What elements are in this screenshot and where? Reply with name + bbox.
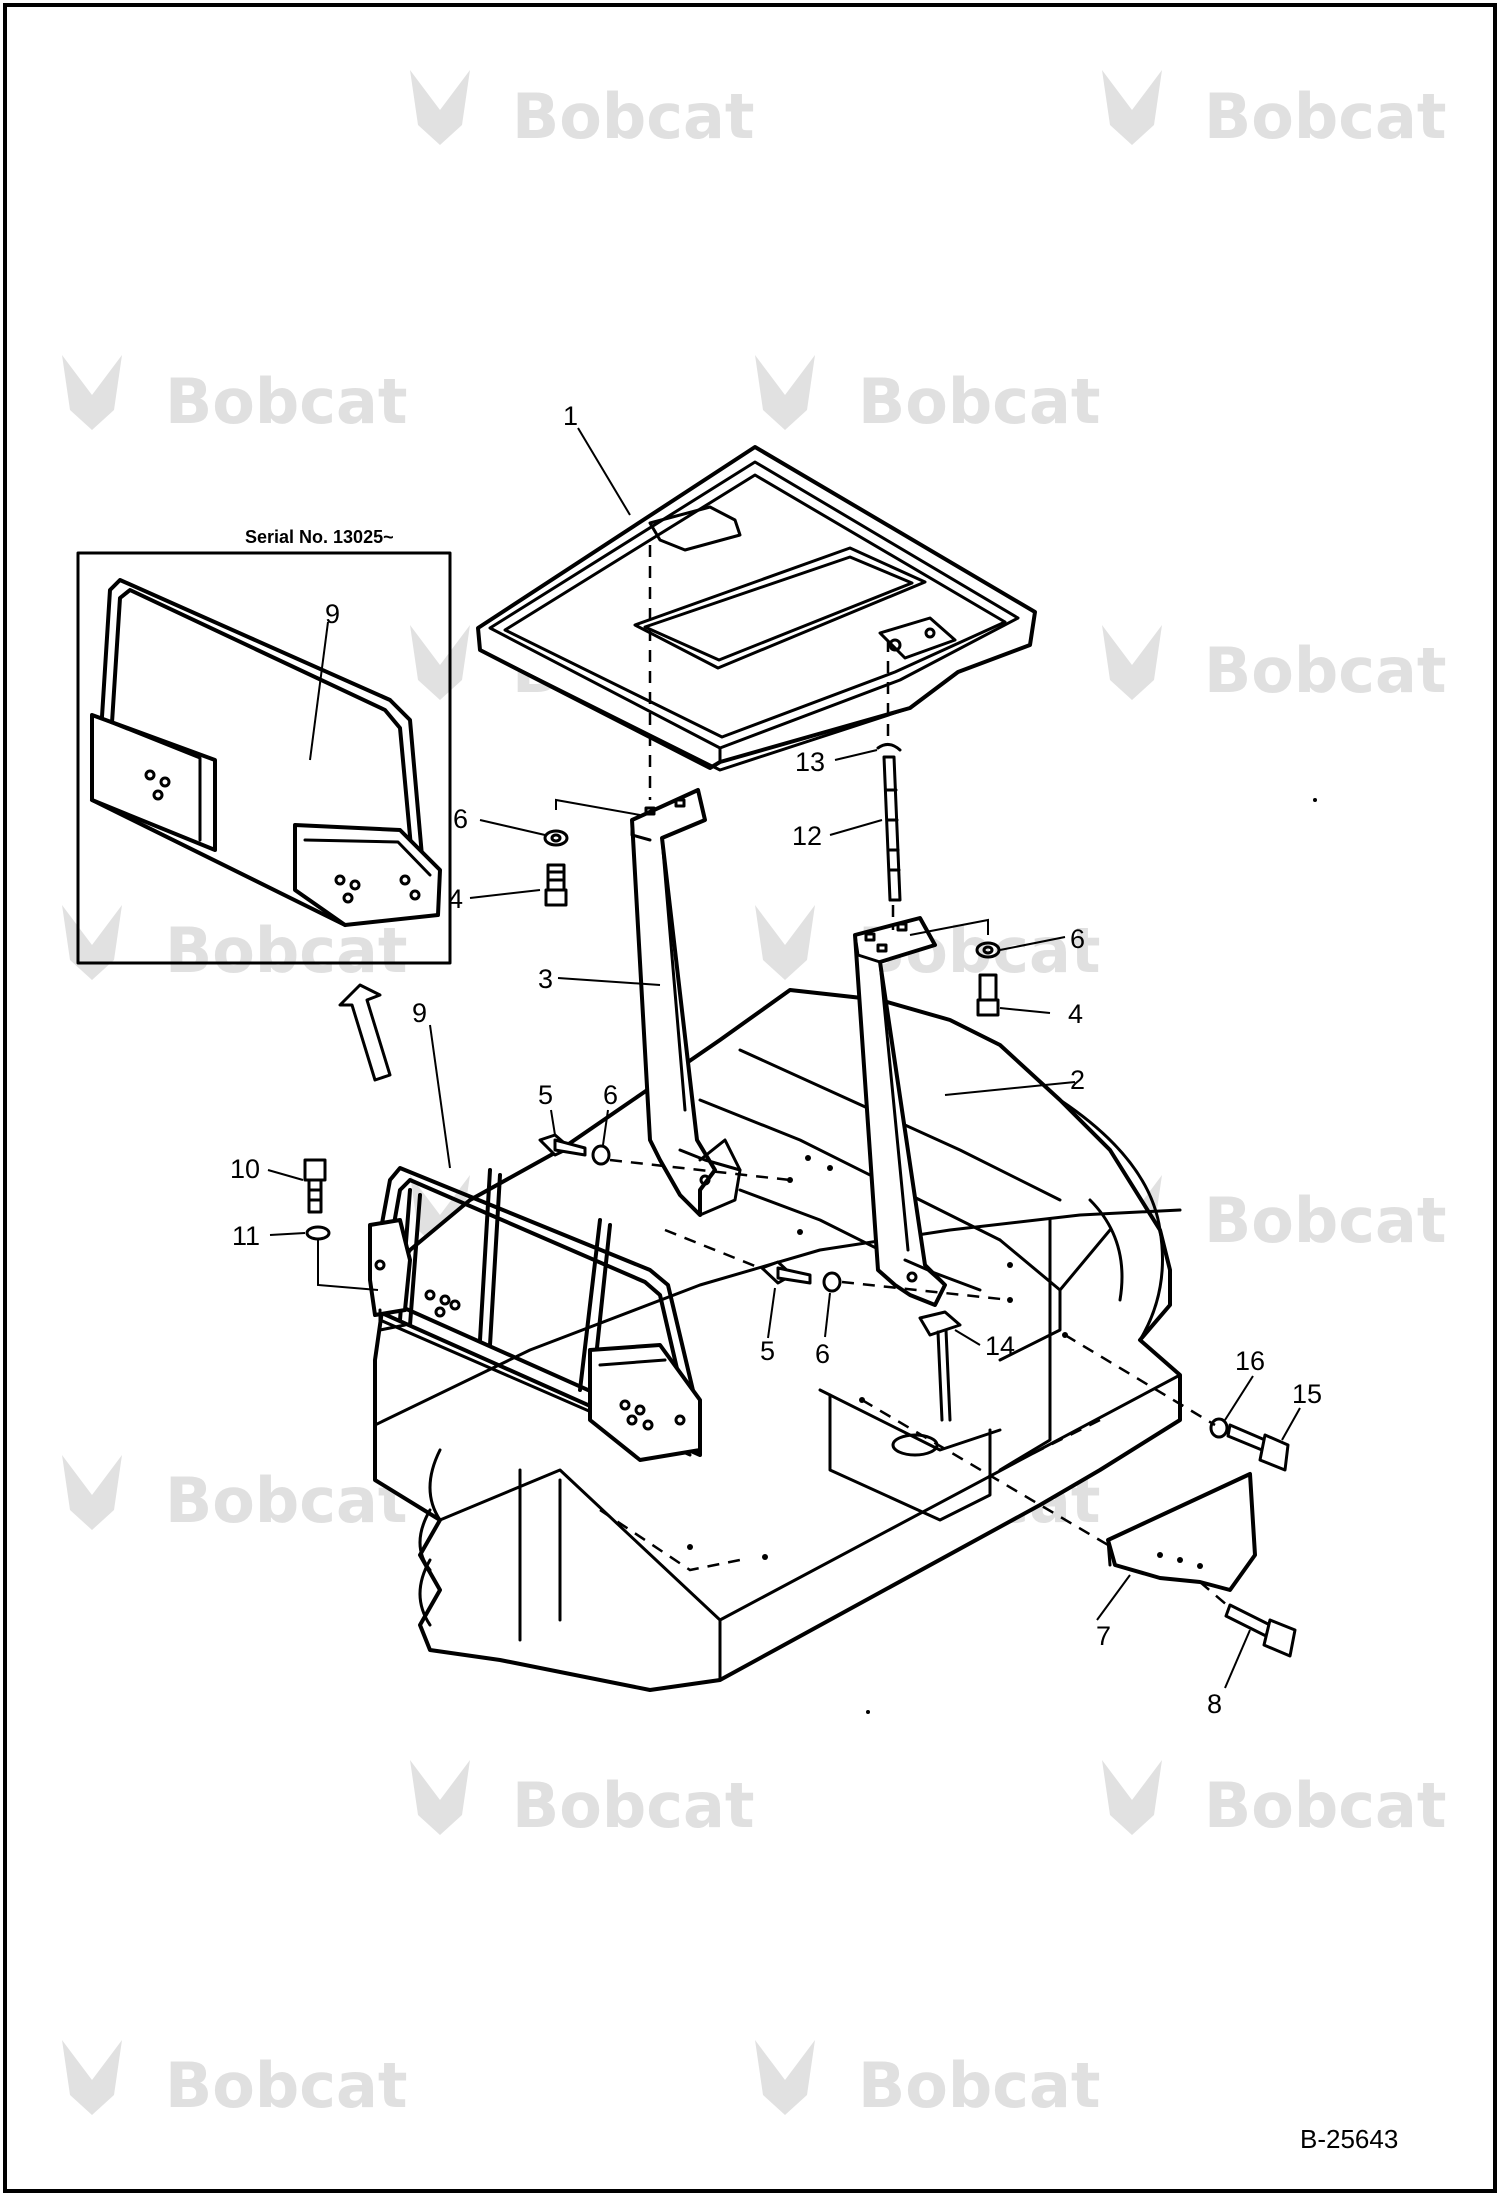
svg-text:Bobcat: Bobcat xyxy=(165,1464,407,1537)
watermark: Bobcat xyxy=(1102,625,1446,707)
watermark: Bobcat xyxy=(62,2040,407,2122)
watermark: Bobcat xyxy=(1102,70,1446,153)
callout-12: 12 xyxy=(792,821,822,851)
svg-text:Bobcat: Bobcat xyxy=(165,914,407,987)
svg-text:Bobcat: Bobcat xyxy=(858,2049,1100,2122)
inset-caption: Serial No. 13025~ xyxy=(245,527,394,547)
pillar-left xyxy=(630,788,742,1217)
svg-text:Bobcat: Bobcat xyxy=(1204,1769,1446,1842)
watermark: Bobcat xyxy=(410,1760,754,1842)
watermarks: Bobcat Bobcat Bobcat Bobcat Bobcat Bobca… xyxy=(62,70,1446,2122)
callout-10: 10 xyxy=(230,1154,260,1184)
svg-text:Bobcat: Bobcat xyxy=(512,80,754,153)
svg-text:Bobcat: Bobcat xyxy=(1204,80,1446,153)
callout-9: 9 xyxy=(412,998,427,1028)
callout-9: 9 xyxy=(325,599,340,629)
svg-text:Bobcat: Bobcat xyxy=(165,2049,407,2122)
watermark: Bobcat xyxy=(755,2040,1100,2122)
callout-3: 3 xyxy=(538,964,553,994)
watermark: Bobcat xyxy=(62,355,407,438)
callout-6: 6 xyxy=(453,804,468,834)
callout-6: 6 xyxy=(815,1339,830,1369)
watermark: Bobcat xyxy=(410,70,754,153)
callout-11: 11 xyxy=(232,1221,260,1251)
svg-text:Bobcat: Bobcat xyxy=(165,365,407,438)
callout-6: 6 xyxy=(1070,924,1085,954)
machine-base xyxy=(373,988,1182,1692)
callout-5: 5 xyxy=(538,1080,553,1110)
svg-text:Bobcat: Bobcat xyxy=(858,365,1100,438)
callout-5: 5 xyxy=(760,1336,775,1366)
callout-1: 1 xyxy=(563,401,578,431)
front-guard xyxy=(368,1166,702,1462)
drawing-border xyxy=(3,3,1497,2193)
serial-inset: Serial No. 13025~ xyxy=(76,527,452,965)
scan-speck xyxy=(1313,798,1317,802)
callout-4: 4 xyxy=(1068,999,1083,1029)
callout-4: 4 xyxy=(448,884,463,914)
canopy-roof xyxy=(476,445,1037,772)
scan-speck xyxy=(866,1710,870,1714)
assembly-lines xyxy=(317,545,1229,1607)
svg-text:Bobcat: Bobcat xyxy=(1204,1184,1446,1257)
callout-7: 7 xyxy=(1096,1621,1111,1651)
watermark: Bobcat xyxy=(62,1455,407,1537)
callout-2: 2 xyxy=(1070,1065,1085,1095)
callout-8: 8 xyxy=(1207,1689,1222,1719)
svg-text:Bobcat: Bobcat xyxy=(512,1769,754,1842)
stay-rod xyxy=(876,743,902,902)
callout-6: 6 xyxy=(603,1080,618,1110)
callout-13: 13 xyxy=(795,747,825,777)
drawing-code: B-25643 xyxy=(1300,2124,1398,2154)
leader-lines xyxy=(267,427,1301,1689)
callout-14: 14 xyxy=(985,1331,1015,1361)
inset-arrow xyxy=(338,983,392,1082)
svg-text:Bobcat: Bobcat xyxy=(1204,634,1446,707)
fasteners xyxy=(303,829,1297,1658)
watermark: Bobcat xyxy=(755,355,1100,438)
callouts: 1 2 3 4 4 5 5 6 6 6 6 7 8 9 9 10 11 12 1… xyxy=(230,401,1322,1719)
callout-15: 15 xyxy=(1292,1379,1322,1409)
callout-16: 16 xyxy=(1235,1346,1265,1376)
watermark: Bobcat xyxy=(1102,1760,1446,1842)
pillar-right xyxy=(853,916,947,1307)
